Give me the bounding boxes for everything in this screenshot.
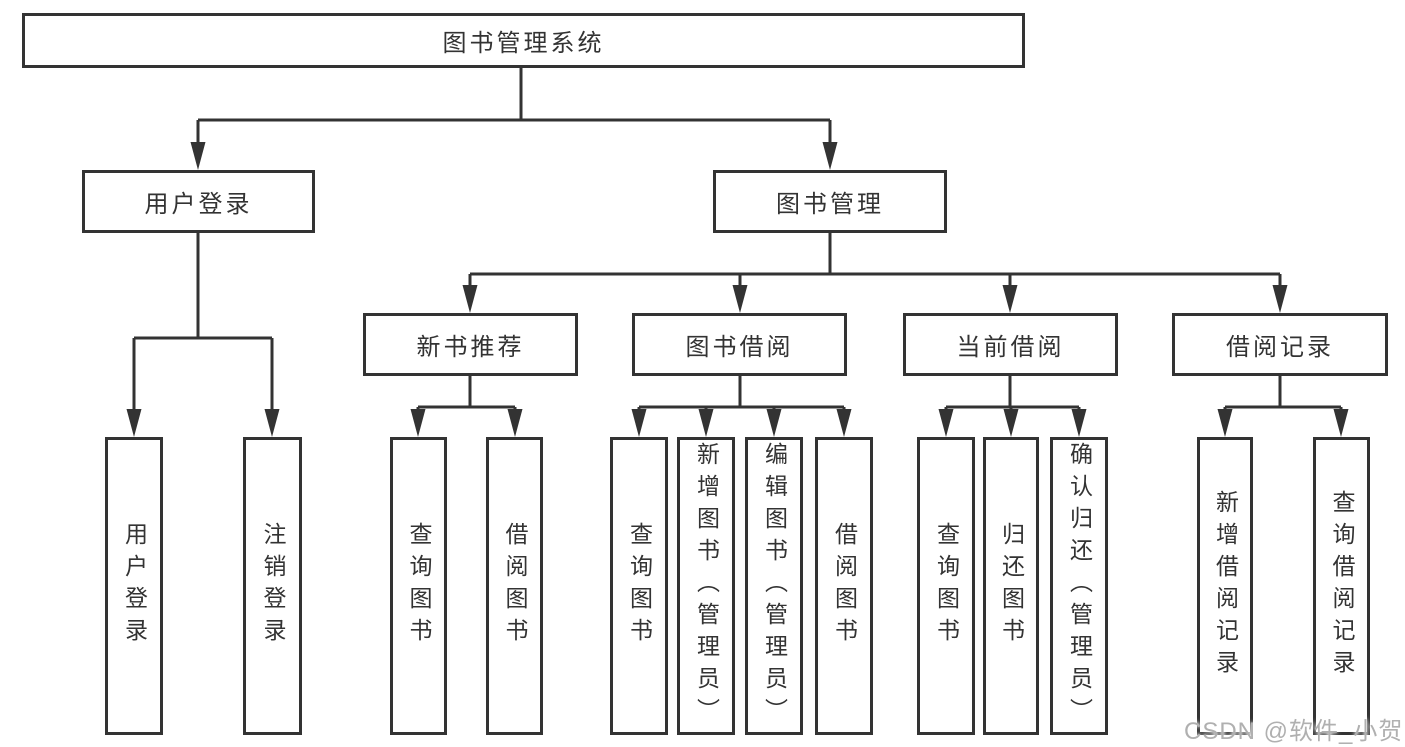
node-root-label: 图书管理系统 [442,30,605,57]
leaf-bb-borrow-book: 借阅图书 [815,437,873,735]
node-new-book-recommendation-label: 新书推荐 [416,334,525,361]
node-book-management: 图书管理 [713,170,947,233]
leaf-cb-confirm-return-admin: 确认归还（管理员） [1050,437,1108,735]
leaf-nbr-borrow-book: 借阅图书 [486,437,543,735]
node-book-borrowing: 图书借阅 [632,313,847,376]
leaf-logout-login: 注销登录 [243,437,302,735]
node-borrowing-records: 借阅记录 [1172,313,1388,376]
leaf-brec-query-record: 查询借阅记录 [1313,437,1370,735]
node-current-borrowing: 当前借阅 [903,313,1118,376]
leaf-cb-query-book: 查询图书 [917,437,975,735]
leaf-brec-add-record: 新增借阅记录 [1197,437,1253,735]
leaf-bb-edit-book-admin: 编辑图书（管理员） [745,437,803,735]
node-user-login-label: 用户登录 [144,191,253,218]
node-borrowing-records-label: 借阅记录 [1226,334,1334,361]
node-book-management-label: 图书管理 [776,191,884,218]
node-root: 图书管理系统 [22,13,1025,68]
leaf-bb-add-book-admin: 新增图书（管理员） [677,437,735,735]
leaf-bb-query-book: 查询图书 [610,437,668,735]
watermark: CSDN @软件_小贺同学 [1184,718,1405,745]
node-book-borrowing-label: 图书借阅 [685,334,794,361]
leaf-cb-return-book: 归还图书 [983,437,1039,735]
node-user-login: 用户登录 [82,170,315,233]
leaf-nbr-query-book: 查询图书 [390,437,447,735]
node-current-borrowing-label: 当前借阅 [956,334,1065,361]
node-new-book-recommendation: 新书推荐 [363,313,578,376]
leaf-user-login: 用户登录 [105,437,163,735]
